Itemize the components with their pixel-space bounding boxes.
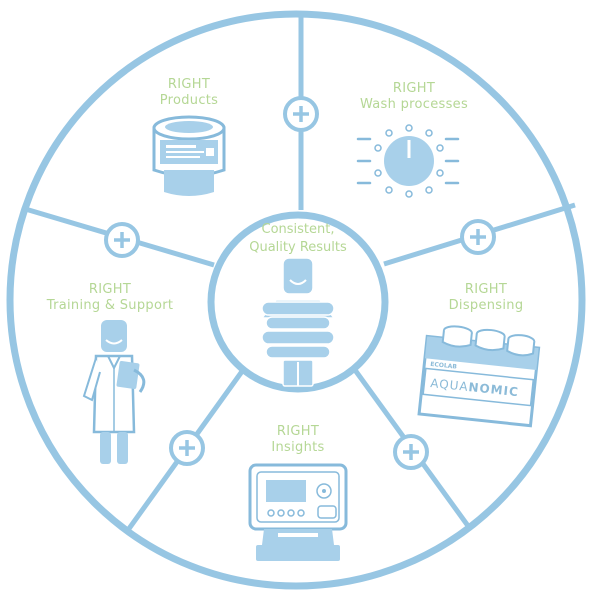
insights-label-line1: RIGHT	[277, 424, 319, 439]
plus-icon	[470, 229, 486, 245]
dispenser-product-suffix: NOMIC	[468, 380, 520, 399]
plus-icon	[293, 106, 309, 122]
wash-label-line1: RIGHT	[393, 81, 435, 96]
plus-icon	[403, 444, 419, 460]
products-label-line1: RIGHT	[168, 77, 210, 92]
insights-training-plus-button[interactable]	[169, 430, 205, 466]
wash-dispensing-plus-button[interactable]	[460, 219, 496, 255]
products-wash-plus-button[interactable]	[283, 96, 319, 132]
wash-label-line2: Wash processes	[360, 97, 468, 112]
dispenser-product-prefix: AQUA	[430, 376, 470, 394]
dispensing-label-line1: RIGHT	[465, 282, 507, 297]
insights-label-line2: Insights	[271, 440, 324, 455]
detergent-capsule-icon	[152, 115, 226, 196]
plus-icon	[179, 440, 195, 456]
training-label-line2: Training & Support	[46, 298, 174, 313]
training-products-plus-button[interactable]	[104, 222, 140, 258]
control-dial-icon	[356, 124, 460, 198]
dispenser-unit-icon: ECOLAB AQUANOMIC	[417, 325, 541, 428]
dispenser-brand-text: ECOLAB	[430, 361, 458, 371]
dispensing-label-line2: Dispensing	[449, 298, 524, 313]
training-label-line1: RIGHT	[89, 282, 131, 297]
center-title-line2: Quality Results	[249, 240, 347, 255]
plus-icon	[114, 232, 130, 248]
controller-device-icon	[248, 463, 348, 561]
products-label-line2: Products	[160, 93, 219, 108]
dispenser-product-text: AQUANOMIC	[430, 376, 520, 399]
person-holding-stack-icon	[260, 257, 336, 387]
dispensing-insights-plus-button[interactable]	[393, 434, 429, 470]
center-title-line1: Consistent,	[262, 222, 335, 237]
technician-person-icon	[82, 320, 146, 464]
